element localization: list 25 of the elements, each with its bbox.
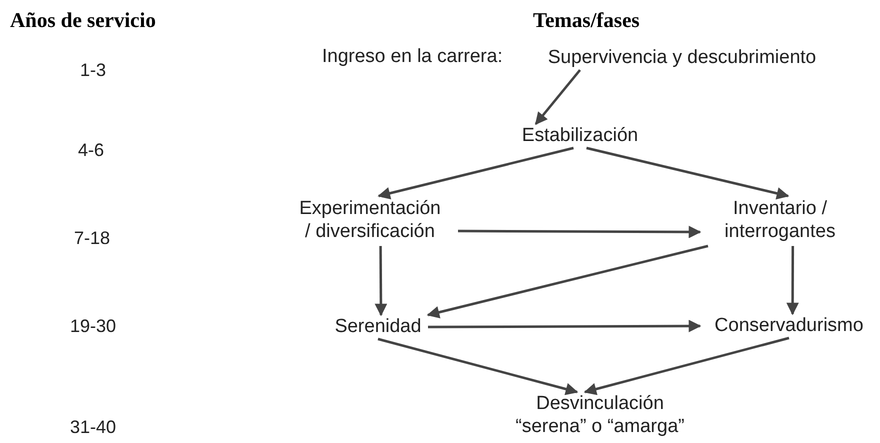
arrow	[586, 146, 790, 200]
arrow	[534, 69, 581, 125]
year-range: 4-6	[78, 140, 104, 162]
phase-label: Serenidad	[328, 315, 428, 339]
year-range: 7-18	[74, 228, 110, 250]
phase-label: Conservadurismo	[700, 314, 878, 338]
arrow	[584, 336, 790, 396]
arrow	[458, 226, 702, 238]
phase-label: Desvinculación “serena” o “amarga”	[500, 392, 700, 440]
column-heading: Temas/fases	[533, 8, 640, 34]
phase-label: Inventario / interrogantes	[700, 196, 860, 246]
arrow	[428, 320, 702, 332]
year-range: 19-30	[70, 316, 116, 338]
phase-label: Experimentación / diversificación	[282, 196, 458, 246]
arrow	[374, 246, 388, 316]
year-range: 31-40	[70, 417, 116, 439]
phase-label: Supervivencia y descubrimiento	[532, 46, 832, 70]
phase-label: Estabilización	[515, 124, 645, 148]
arrow	[378, 338, 578, 396]
arrow	[378, 146, 574, 200]
arrow	[426, 244, 708, 318]
year-range: 1-3	[80, 60, 106, 82]
stage-label: Ingreso en la carrera:	[322, 46, 503, 69]
column-heading: Años de servicio	[10, 8, 156, 34]
arrow	[786, 246, 799, 316]
